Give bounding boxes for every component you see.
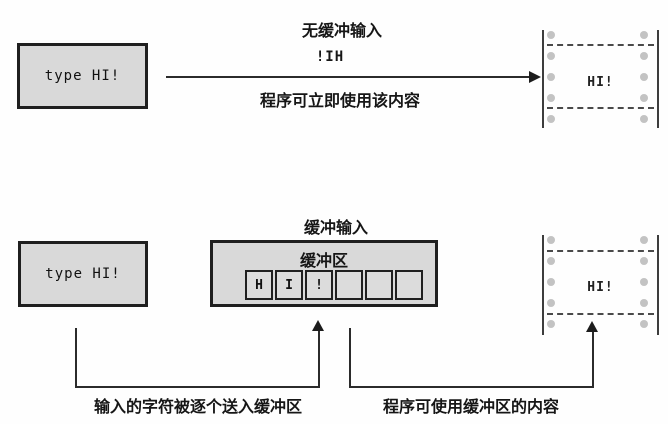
paper-perforation	[547, 44, 654, 46]
feed-hole	[547, 73, 555, 81]
buffer-cells: H I !	[245, 270, 423, 300]
feed-hole	[547, 320, 555, 328]
buffered-output-text: HI!	[587, 280, 614, 295]
feed-hole	[547, 236, 555, 244]
unbuffered-arrowhead-icon	[529, 71, 541, 83]
unbuffered-input-box-label: type HI!	[44, 68, 121, 84]
feed-hole	[640, 52, 648, 60]
feed-hole	[640, 278, 648, 286]
bracket-input-to-buffer	[75, 328, 320, 388]
buffer-cell	[395, 270, 423, 300]
buffer-box: 缓冲区 H I !	[210, 240, 438, 307]
buffered-input-box: type HI!	[18, 241, 148, 307]
feed-hole	[547, 52, 555, 60]
bracket-buffer-to-program	[349, 328, 594, 388]
paper-perforation	[547, 107, 654, 109]
feed-hole	[640, 257, 648, 265]
feed-hole	[640, 94, 648, 102]
paper-rail	[657, 235, 659, 335]
unbuffered-stream-text: !IH	[315, 49, 345, 65]
buffer-arrowhead-icon	[312, 320, 324, 331]
feed-hole	[640, 31, 648, 39]
paper-rail	[542, 30, 544, 128]
feed-hole	[547, 299, 555, 307]
unbuffered-title: 无缓冲输入	[301, 23, 383, 40]
buffer-cell: !	[305, 270, 333, 300]
paper-perforation	[547, 250, 654, 252]
feed-hole	[640, 236, 648, 244]
buffer-cell: H	[245, 270, 273, 300]
paper-feed-holes	[640, 30, 648, 128]
unbuffered-output-paper: HI!	[542, 30, 659, 128]
caption-buffer-to-program: 程序可使用缓冲区的内容	[382, 399, 560, 416]
feed-hole	[547, 31, 555, 39]
caption-input-to-buffer: 输入的字符被逐个送入缓冲区	[93, 399, 303, 416]
feed-hole	[640, 115, 648, 123]
paper-arrowhead-icon	[586, 321, 598, 332]
feed-hole	[640, 320, 648, 328]
unbuffered-arrow-line	[166, 76, 533, 78]
feed-hole	[640, 299, 648, 307]
feed-hole	[547, 115, 555, 123]
paper-rail	[542, 235, 544, 335]
buffered-output-paper: HI!	[542, 235, 659, 335]
unbuffered-input-box: type HI!	[17, 43, 148, 109]
paper-feed-holes	[547, 235, 555, 335]
feed-hole	[547, 278, 555, 286]
paper-feed-holes	[640, 235, 648, 335]
paper-rail	[657, 30, 659, 128]
unbuffered-note: 程序可立即使用该内容	[259, 93, 421, 110]
paper-feed-holes	[547, 30, 555, 128]
paper-perforation	[547, 313, 654, 315]
buffer-box-title: 缓冲区	[299, 253, 349, 270]
buffer-cell	[335, 270, 363, 300]
buffer-cell: I	[275, 270, 303, 300]
buffered-input-box-label: type HI!	[45, 266, 121, 282]
unbuffered-output-text: HI!	[587, 75, 614, 90]
buffered-title: 缓冲输入	[303, 220, 369, 237]
feed-hole	[547, 257, 555, 265]
buffer-cell	[365, 270, 393, 300]
feed-hole	[640, 73, 648, 81]
feed-hole	[547, 94, 555, 102]
